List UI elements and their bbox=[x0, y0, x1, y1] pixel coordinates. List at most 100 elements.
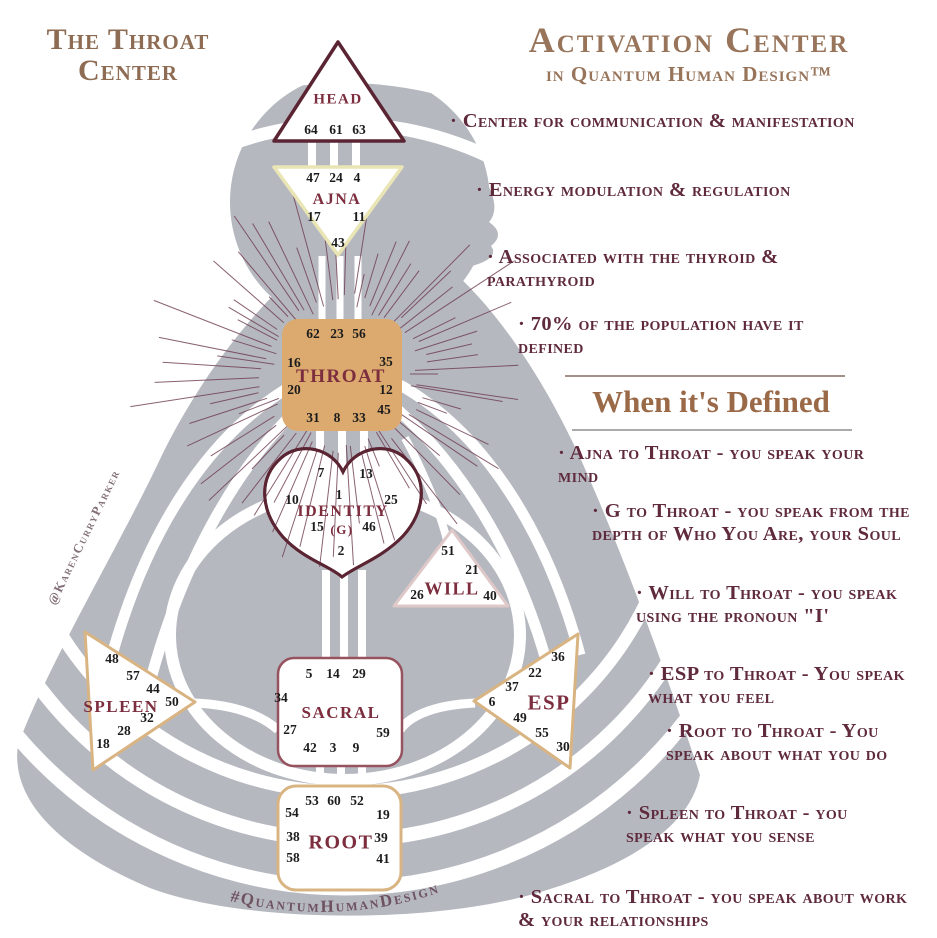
gate-number-will-2: 26 bbox=[410, 587, 424, 602]
gate-number-identity-4: 25 bbox=[384, 492, 398, 507]
gate-number-root-7: 58 bbox=[286, 850, 300, 865]
gate-number-root-6: 39 bbox=[374, 830, 388, 845]
gate-number-esp-5: 55 bbox=[535, 725, 549, 740]
head-center-shape bbox=[272, 40, 406, 143]
ajna-label: AJNA bbox=[312, 191, 362, 208]
gate-number-identity-2: 10 bbox=[285, 492, 299, 507]
gate-number-identity-3: 1 bbox=[335, 487, 343, 502]
channel-spleen-sacral bbox=[194, 698, 282, 734]
gate-number-esp-0: 36 bbox=[551, 649, 565, 664]
page-subtitle-right: in Quantum Human Design™ bbox=[545, 62, 833, 86]
gate-number-spleen-0: 48 bbox=[105, 651, 119, 666]
spleen-center-shape bbox=[83, 630, 197, 772]
gate-number-root-4: 19 bbox=[376, 807, 390, 822]
gate-number-spleen-3: 50 bbox=[165, 694, 179, 709]
defined-bullet-sacral: · Sacral to Throat - you speak about wor… bbox=[518, 886, 908, 931]
gate-number-will-0: 51 bbox=[441, 543, 455, 558]
gate-number-ajna-1: 24 bbox=[329, 170, 343, 185]
gate-number-throat-4: 35 bbox=[379, 354, 393, 369]
gate-number-throat-1: 23 bbox=[330, 326, 344, 341]
throat-rays bbox=[130, 176, 519, 568]
sacral-center-shape bbox=[276, 656, 404, 768]
gate-number-throat-5: 20 bbox=[287, 382, 301, 397]
gate-number-sacral-4: 27 bbox=[283, 722, 297, 737]
gate-number-sacral-8: 9 bbox=[352, 740, 360, 755]
gate-number-root-1: 60 bbox=[327, 793, 341, 808]
fact-bullet-3: · Associated with the thyroid & parathyr… bbox=[487, 246, 779, 291]
gate-number-spleen-2: 44 bbox=[146, 681, 160, 696]
channel-throat-spleen-a bbox=[106, 380, 296, 657]
gate-number-ajna-2: 4 bbox=[353, 170, 361, 185]
ajna-center-shape bbox=[272, 165, 404, 257]
gate-number-head-2: 63 bbox=[352, 122, 366, 137]
defined-bullet-ajna: · Ajna to Throat - you speak your mind bbox=[558, 442, 865, 487]
page-title-left: The Throat Center bbox=[16, 24, 240, 87]
spleen-label: SPLEEN bbox=[83, 697, 159, 716]
gate-number-throat-2: 56 bbox=[352, 326, 366, 341]
defined-heading: When it's Defined bbox=[592, 384, 830, 419]
identity-sublabel: (G) bbox=[330, 522, 354, 537]
fact-bullet-1: · Center for communication & manifestati… bbox=[450, 110, 855, 132]
gate-number-identity-1: 13 bbox=[359, 466, 373, 481]
gate-number-root-3: 54 bbox=[285, 805, 299, 820]
gate-number-esp-2: 37 bbox=[505, 679, 519, 694]
head-label: HEAD bbox=[313, 91, 363, 108]
gate-number-will-1: 21 bbox=[465, 562, 479, 577]
gate-number-throat-7: 45 bbox=[377, 402, 391, 417]
gate-number-sacral-6: 42 bbox=[303, 740, 317, 755]
root-center-shape bbox=[276, 784, 403, 892]
channel-head-ajna bbox=[308, 140, 360, 168]
channel-throat-spleen-b bbox=[142, 406, 300, 692]
gate-number-ajna-5: 43 bbox=[331, 235, 345, 250]
gate-number-identity-0: 7 bbox=[317, 465, 325, 480]
gate-number-ajna-0: 47 bbox=[306, 170, 320, 185]
divider-top bbox=[565, 375, 845, 377]
gate-number-throat-9: 8 bbox=[333, 410, 341, 425]
gate-number-sacral-1: 14 bbox=[326, 666, 340, 681]
identity-label: IDENTITY bbox=[297, 503, 389, 520]
gate-number-root-0: 53 bbox=[305, 793, 319, 808]
centers bbox=[83, 40, 580, 892]
gate-number-throat-6: 12 bbox=[379, 382, 393, 397]
defined-bullet-g: · G to Throat - you speak from the depth… bbox=[592, 500, 910, 545]
defined-bullet-spleen: · Spleen to Throat - you speak what you … bbox=[626, 802, 848, 847]
face-profile bbox=[442, 140, 499, 278]
gate-number-esp-1: 22 bbox=[528, 665, 542, 680]
gate-number-root-5: 38 bbox=[286, 829, 300, 844]
identity-center-outline bbox=[263, 447, 423, 579]
esp-label: ESP bbox=[527, 690, 571, 715]
gate-number-esp-6: 30 bbox=[556, 739, 570, 754]
gate-number-sacral-3: 34 bbox=[274, 690, 288, 705]
gate-number-identity-6: 46 bbox=[362, 519, 376, 534]
defined-bullet-will: · Will to Throat - you speak using the p… bbox=[636, 582, 898, 627]
gate-number-spleen-5: 28 bbox=[117, 723, 131, 738]
will-label: WILL bbox=[424, 578, 480, 599]
sacral-label: SACRAL bbox=[301, 703, 381, 722]
gate-number-ajna-4: 11 bbox=[352, 209, 366, 224]
gate-number-throat-8: 31 bbox=[306, 410, 320, 425]
gate-number-identity-5: 15 bbox=[310, 519, 324, 534]
gate-number-head-0: 64 bbox=[304, 122, 318, 137]
gate-number-sacral-7: 3 bbox=[329, 740, 337, 755]
gate-number-head-1: 61 bbox=[329, 122, 343, 137]
gate-number-sacral-5: 59 bbox=[376, 725, 390, 740]
gate-number-root-2: 52 bbox=[350, 793, 364, 808]
gate-number-root-8: 41 bbox=[376, 851, 390, 866]
page-title-right: Activation Center bbox=[528, 20, 850, 60]
throat-center-shape bbox=[282, 319, 402, 431]
divider-bottom bbox=[572, 429, 852, 431]
root-label: ROOT bbox=[308, 831, 374, 854]
defined-bullet-esp: · ESP to Throat - You speak what you fee… bbox=[648, 663, 905, 708]
gate-number-sacral-0: 5 bbox=[305, 666, 313, 681]
gate-number-ajna-3: 17 bbox=[307, 209, 321, 224]
gate-number-spleen-4: 32 bbox=[140, 710, 154, 725]
will-center-shape bbox=[392, 528, 510, 608]
gate-number-throat-10: 33 bbox=[352, 410, 366, 425]
gate-number-esp-3: 6 bbox=[488, 694, 496, 709]
gate-number-throat-3: 16 bbox=[287, 355, 301, 370]
gate-number-throat-0: 62 bbox=[306, 326, 320, 341]
channel-throat-esp-b bbox=[394, 405, 561, 697]
fact-bullet-4: · 70% of the population have it defined bbox=[518, 313, 804, 358]
